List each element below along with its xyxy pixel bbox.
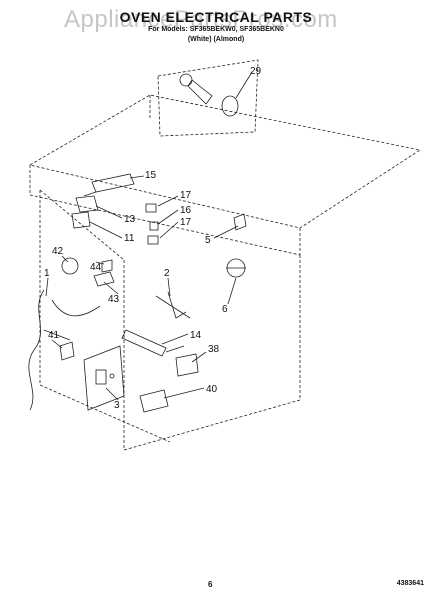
callout-44: 44 (90, 262, 102, 273)
part-44-screw (101, 259, 113, 273)
callout-29: 29 (250, 66, 262, 77)
callout-16: 16 (180, 205, 192, 216)
callout-3: 3 (114, 400, 120, 411)
page-title: OVEN ELECTRICAL PARTS (119, 9, 313, 25)
callout-11: 11 (124, 233, 135, 244)
page-number: 6 (208, 580, 213, 589)
callout-41: 41 (48, 330, 60, 341)
part-6-thermostat (226, 258, 246, 278)
part-11-terminal (71, 211, 91, 229)
part-5-clip (233, 213, 247, 231)
callout-43: 43 (108, 294, 120, 305)
oven-cabinet-outline (28, 94, 422, 451)
part-38-relay (175, 353, 199, 377)
part-13-bracket (75, 195, 99, 213)
part-16-connector (149, 221, 159, 231)
callout-13: 13 (124, 214, 136, 225)
callout-2: 2 (164, 268, 170, 279)
part-41-clip (59, 341, 75, 361)
part-43-bracket (93, 271, 115, 287)
part-17-connector-a (145, 203, 157, 213)
part-29-oven-light (157, 59, 259, 137)
part-15-igniter (83, 173, 135, 197)
callout-17: 17 (180, 217, 192, 228)
part-3-receptacle (83, 345, 125, 411)
callout-38: 38 (208, 344, 220, 355)
part-17-connector-b (147, 235, 159, 245)
part-14-element (121, 329, 185, 357)
document-number: 4383641 (396, 580, 424, 587)
callout-40: 40 (206, 384, 218, 395)
part-40-fuse-block (139, 389, 169, 413)
callout-17: 17 (180, 190, 192, 201)
part-2-oven-sensor (155, 291, 191, 319)
callout-15: 15 (145, 170, 157, 181)
callout-labels: 29 15 17 16 17 13 11 5 42 44 1 2 6 43 14… (44, 66, 262, 411)
callout-14: 14 (190, 330, 202, 341)
color-variant-line: (White) (Almond) (187, 36, 245, 43)
callout-5: 5 (205, 235, 211, 246)
callout-42: 42 (52, 246, 64, 257)
part-42-coil (61, 257, 79, 275)
callout-1: 1 (44, 268, 50, 279)
part-1-wiring-harness (28, 289, 101, 411)
callout-6: 6 (222, 304, 228, 315)
leader-lines (45, 71, 253, 401)
model-subtitle: For Models: SF365BEKW0, SF365BEKN0 (148, 26, 284, 33)
